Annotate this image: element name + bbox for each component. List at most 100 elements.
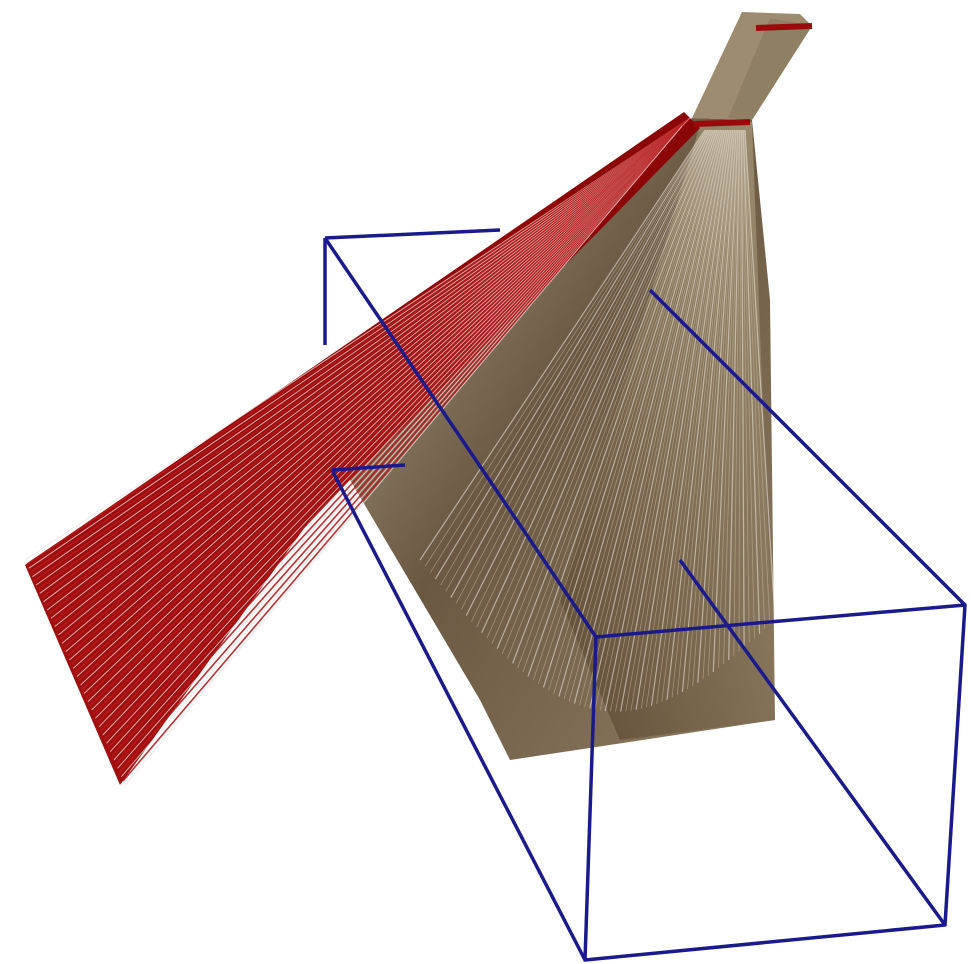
tan-ray xyxy=(471,129,712,622)
red-ray xyxy=(41,118,690,599)
box-back-face xyxy=(324,228,501,240)
tan-ray xyxy=(589,129,725,709)
tan-ray xyxy=(419,129,706,561)
red-ray xyxy=(104,123,685,740)
tan-ray xyxy=(681,129,736,693)
tan-ray xyxy=(604,129,727,712)
tan-ray xyxy=(481,129,713,634)
tan-ray xyxy=(666,129,734,700)
tan-ray xyxy=(625,129,729,712)
tan-ray xyxy=(568,129,723,702)
red-ray xyxy=(111,124,684,757)
red-ray xyxy=(26,117,691,565)
tan-ray xyxy=(460,129,710,610)
box-edge-top-left xyxy=(323,237,598,638)
tan-ray xyxy=(630,129,730,711)
tan-ray xyxy=(429,129,707,573)
tan-ray xyxy=(620,129,729,712)
tan-neck-shade xyxy=(728,18,812,120)
box-edge-bottom-left xyxy=(330,469,587,961)
tan-ray xyxy=(742,129,755,639)
red-ray xyxy=(107,124,684,749)
tan-ray xyxy=(744,129,776,621)
red-ray xyxy=(44,118,689,607)
tan-ray xyxy=(718,129,740,669)
tan-ray xyxy=(692,129,737,687)
red-marker-top xyxy=(755,23,813,31)
tan-ray xyxy=(517,129,717,668)
tan-ray xyxy=(733,129,741,656)
tan-ray xyxy=(645,129,731,708)
tan-ray xyxy=(744,129,771,625)
tan-ray xyxy=(609,129,727,712)
tan-ray xyxy=(640,129,731,709)
tan-ray xyxy=(434,129,708,580)
tan-ray xyxy=(465,129,711,616)
red-ray xyxy=(78,121,687,682)
tan-ray xyxy=(512,129,716,664)
tan-ray xyxy=(440,129,708,586)
red-streaks xyxy=(24,117,691,786)
red-ray xyxy=(115,124,684,765)
red-ray xyxy=(67,120,688,657)
red-ray xyxy=(100,123,685,732)
tan-ray xyxy=(661,129,733,703)
tan-ray xyxy=(579,129,724,706)
tan-ray xyxy=(712,129,739,672)
tan-ray xyxy=(594,129,726,710)
red-ray xyxy=(74,121,687,674)
tan-ray xyxy=(650,129,732,706)
tan-ray xyxy=(728,129,741,660)
tan-ray xyxy=(542,129,720,688)
tan-ray xyxy=(584,129,724,708)
tan-ray xyxy=(548,129,720,691)
tan-ray xyxy=(553,129,721,694)
red-ray xyxy=(30,117,691,574)
tan-ray xyxy=(656,129,733,704)
red-ray xyxy=(118,125,684,774)
tan-ray xyxy=(676,129,735,695)
tan-streaks xyxy=(419,129,776,712)
tan-ray xyxy=(496,129,715,650)
tan-ray xyxy=(635,129,730,710)
box-back-bottom xyxy=(331,463,406,472)
tan-ray xyxy=(537,129,719,685)
red-ray xyxy=(122,125,683,782)
tan-ray xyxy=(445,129,709,592)
red-ray xyxy=(55,119,688,632)
red-ray xyxy=(124,125,683,786)
tan-ray xyxy=(707,129,738,676)
red-ray xyxy=(81,122,686,690)
tan-ray xyxy=(599,129,726,711)
red-ray xyxy=(37,118,690,590)
red-ray xyxy=(52,119,689,624)
tan-ray xyxy=(740,129,745,648)
red-ray xyxy=(63,120,688,649)
red-ray xyxy=(89,122,686,707)
red-ray xyxy=(85,122,686,699)
tan-ray xyxy=(738,129,742,652)
tan-ray xyxy=(573,129,723,704)
red-ray xyxy=(33,118,690,582)
tan-ray xyxy=(743,129,766,630)
tan-ray xyxy=(687,129,736,690)
tan-ray xyxy=(723,129,740,665)
tan-ray xyxy=(501,129,715,654)
blue-box xyxy=(323,228,967,962)
tan-ray xyxy=(424,129,706,567)
box-edge-top-right xyxy=(648,288,967,607)
tan-ray xyxy=(507,129,716,659)
tan-ray xyxy=(671,129,734,698)
tan-ray xyxy=(486,129,713,639)
red-marker-mid xyxy=(693,119,751,127)
box-front-face xyxy=(583,603,967,962)
tan-ray xyxy=(450,129,710,598)
tan-ray xyxy=(742,129,761,634)
tan-ray xyxy=(455,129,710,604)
tan-ray xyxy=(702,129,738,680)
tan-ray xyxy=(558,129,722,697)
tan-ray xyxy=(563,129,722,700)
red-ray xyxy=(96,123,685,724)
red-ray xyxy=(70,121,687,665)
